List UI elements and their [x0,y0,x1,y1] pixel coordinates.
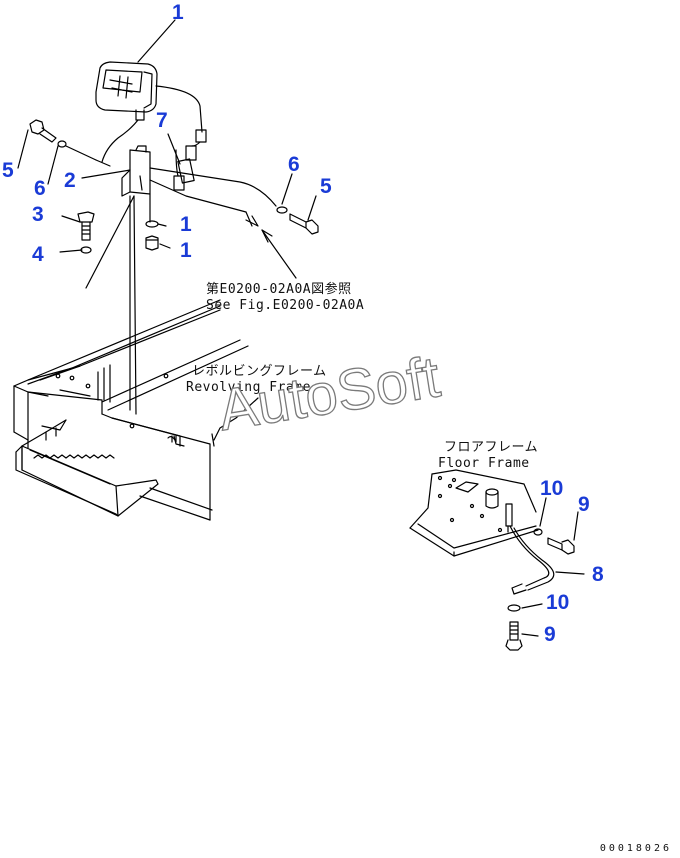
callout-6-left: 6 [34,177,46,200]
bolt-floor-lower [505,621,523,651]
washer-left [57,140,67,148]
callout-1-lamp: 1 [172,1,184,24]
floor-frame-label-en: Floor Frame [438,456,530,471]
washer-floor-upper [533,528,543,536]
bolt-floor-upper [547,537,575,555]
callout-10-upper: 10 [540,477,564,500]
bolt-left [29,119,57,143]
revolving-frame-label-en: Revolving Frame [186,380,311,395]
callout-1-washer: 1 [180,213,192,236]
work-lamp [95,61,207,161]
revolving-frame [13,299,249,521]
callout-8-ground-wire: 8 [592,563,604,586]
lamp-cable [101,119,139,163]
bolt-right [289,213,319,235]
step [15,419,159,517]
washer-floor-lower [507,604,521,612]
floor-frame-label-jp: フロアフレーム [444,440,539,455]
nut-1 [145,235,159,251]
callout-1-nut: 1 [180,239,192,262]
washer-1 [145,220,159,228]
callout-7-connector: 7 [156,109,168,132]
see-fig-note-jp: 第E0200-02A0A図参照 [206,282,352,297]
see-fig-note-en: See Fig.E0200-02A0A [206,298,365,313]
callout-2-bracket: 2 [64,169,76,192]
callout-3-bolt: 3 [32,203,44,226]
washer-right [276,206,288,214]
callout-9-lower: 9 [544,623,556,646]
callout-5-left: 5 [2,159,14,182]
ground-wire [509,525,555,595]
callout-4-washer: 4 [32,243,44,266]
callout-6-right: 6 [288,153,300,176]
callout-10-lower: 10 [546,591,570,614]
drawing-code: 00018026 [599,843,672,854]
callout-5-right: 5 [320,175,332,198]
callout-9-upper: 9 [578,493,590,516]
bolt-3 [77,211,95,241]
revolving-frame-label-jp: レボルビングフレーム [192,364,327,379]
floor-frame [409,469,539,557]
